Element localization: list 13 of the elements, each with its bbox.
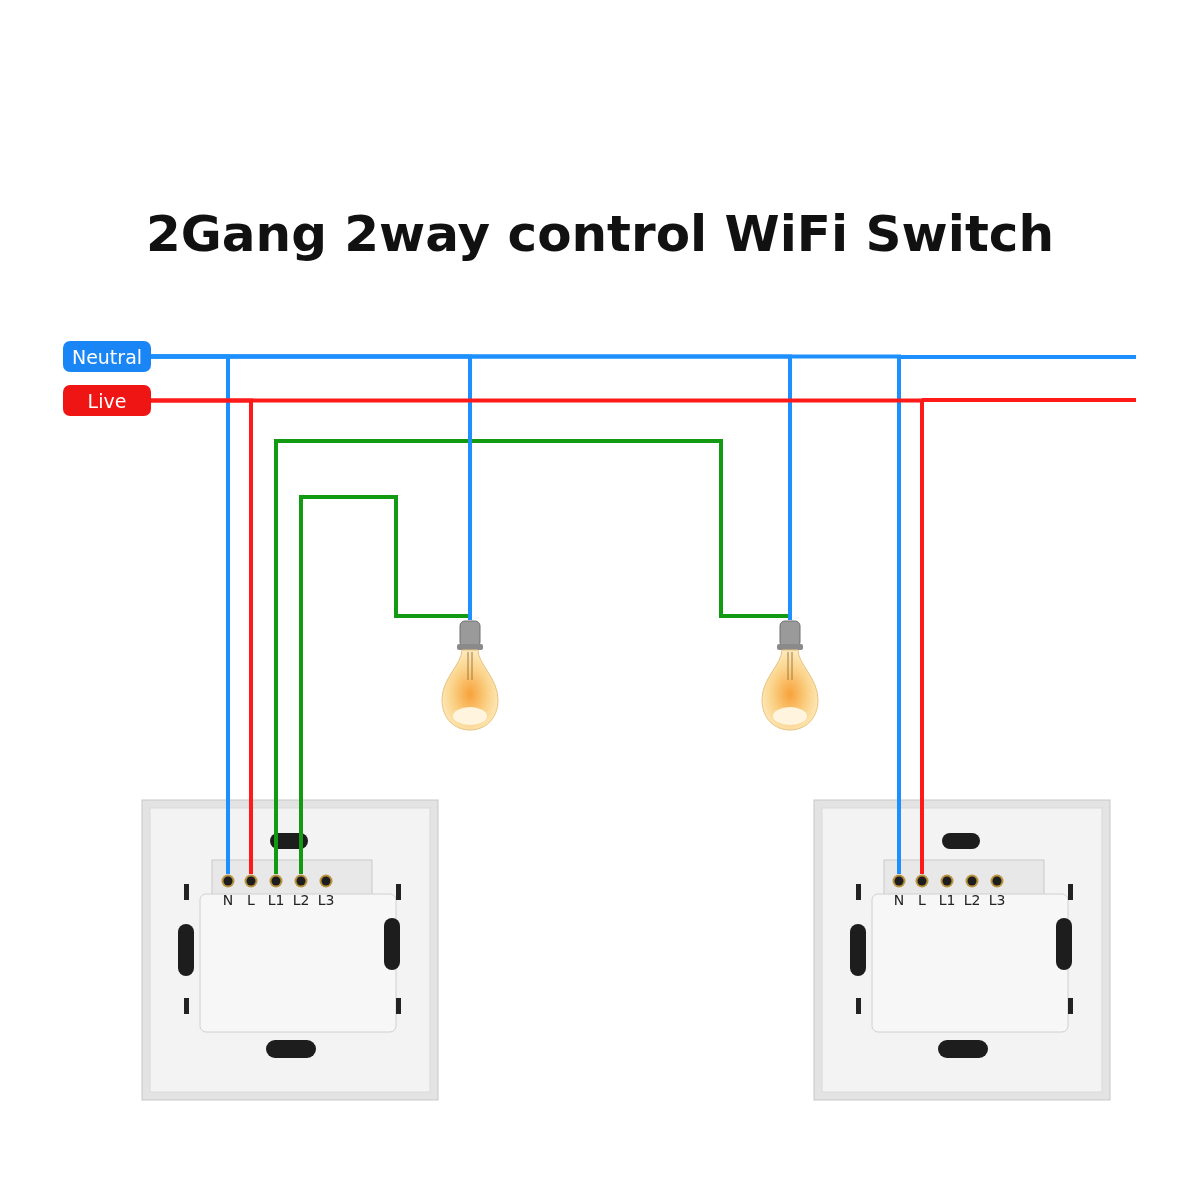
terminal-label: L1 xyxy=(267,892,285,908)
terminal-label: N xyxy=(893,892,905,908)
terminal-label: L3 xyxy=(317,892,335,908)
terminal-label: L2 xyxy=(292,892,310,908)
terminal-label: L xyxy=(918,892,926,908)
terminal-label: L xyxy=(247,892,255,908)
diagram-title: 2Gang 2way control WiFi Switch xyxy=(144,205,1056,263)
wire-label: Live xyxy=(63,385,151,416)
terminal-label: N xyxy=(222,892,234,908)
terminal-label: L1 xyxy=(938,892,956,908)
terminal-label: L2 xyxy=(963,892,981,908)
wire-label: Neutral xyxy=(63,341,151,372)
terminal-label: L3 xyxy=(988,892,1006,908)
